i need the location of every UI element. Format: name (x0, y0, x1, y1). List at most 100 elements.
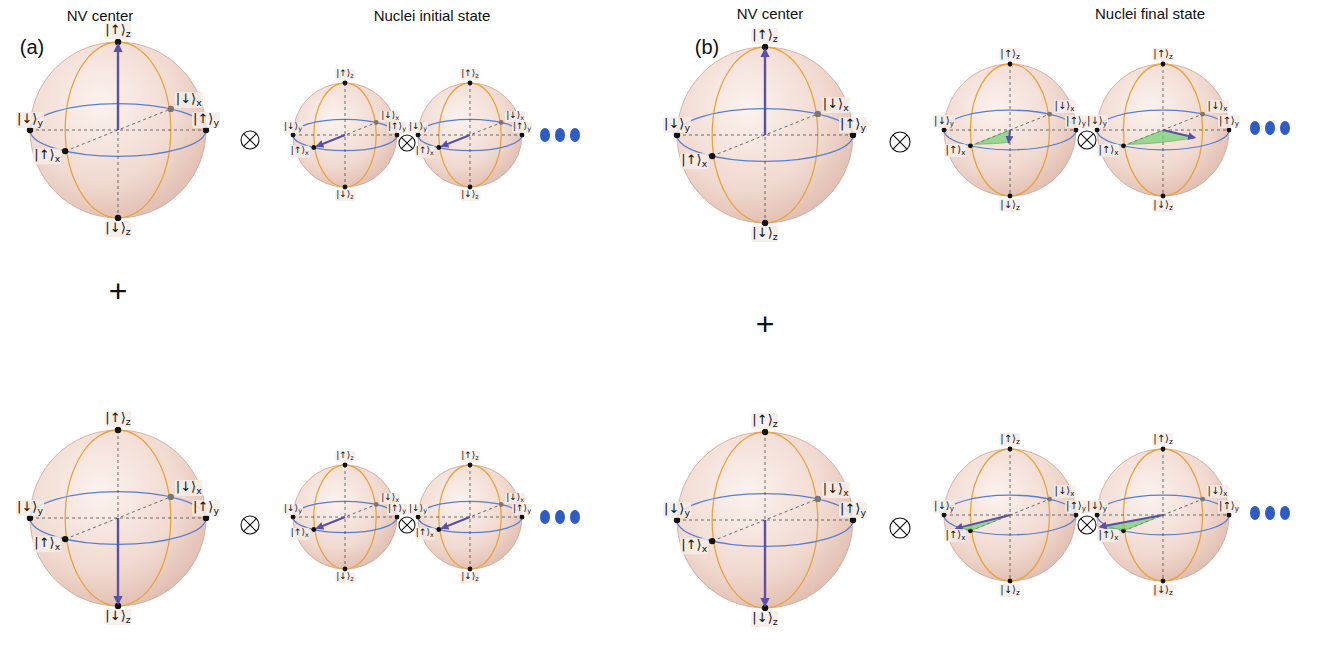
pole-dot (942, 128, 947, 133)
bloch-sphere (293, 83, 397, 187)
spin-arrow (1163, 130, 1194, 138)
state-label: |↓⟩x (1207, 100, 1229, 113)
pole-dot (291, 515, 296, 520)
state-label: |↑⟩x (415, 146, 435, 157)
pole-dot (62, 536, 68, 542)
state-label: |↓⟩x (175, 92, 203, 108)
state-label: |↑⟩z (104, 411, 131, 427)
ellipsis-dot (570, 510, 580, 524)
spin-arrow (1100, 515, 1163, 527)
pole-dot (709, 538, 715, 544)
state-label: |↓⟩x (380, 110, 400, 121)
tensor-symbol (241, 516, 259, 534)
tensor-symbol (401, 519, 412, 530)
tensor-symbol (244, 519, 257, 532)
state-label: |↓⟩x (1054, 485, 1076, 498)
state-label: |↓⟩z (335, 572, 355, 583)
pole-dot (1227, 513, 1232, 518)
pole-dot (343, 81, 348, 86)
state-label: |↑⟩y (512, 122, 532, 133)
spin-arrow (117, 45, 119, 130)
spin-arrow (956, 515, 1010, 528)
tensor-symbol (401, 519, 412, 530)
state-label: |↑⟩z (751, 28, 778, 44)
state-label: |↓⟩x (505, 110, 525, 121)
state-label: |↓⟩z (104, 221, 131, 237)
bloch-sphere (418, 465, 522, 569)
state-label: |↑⟩x (1097, 529, 1119, 542)
pole-dot (762, 429, 768, 435)
pole-dot (1008, 579, 1013, 584)
state-label: |↓⟩y (663, 117, 691, 133)
state-label: |↓⟩z (999, 584, 1020, 597)
state-label: |↑⟩y (839, 117, 867, 133)
z-axis (118, 430, 119, 606)
pole-dot (436, 145, 441, 150)
tensor-symbol (893, 135, 907, 149)
spin-arrow (764, 520, 766, 605)
state-label: |↓⟩x (505, 492, 525, 503)
state-label: |↓⟩z (335, 190, 355, 201)
state-label: |↑⟩z (751, 413, 778, 429)
meridian (65, 430, 171, 606)
state-label: |↑⟩x (415, 528, 435, 539)
tensor-symbol (1081, 134, 1094, 147)
state-label: |↑⟩y (1218, 500, 1240, 513)
pole-dot (311, 527, 316, 532)
state-label: |↓⟩z (460, 190, 480, 201)
state-label: |↓⟩y (16, 500, 44, 516)
state-label: |↓⟩y (1086, 115, 1108, 128)
tensor-symbol (1081, 519, 1094, 532)
state-label: |↓⟩x (380, 492, 400, 503)
state-label: |↑⟩y (839, 502, 867, 518)
state-label: |↓⟩y (933, 115, 955, 128)
state-label: |↓⟩y (16, 112, 44, 128)
tensor-symbol (893, 521, 907, 535)
z-axis (765, 47, 766, 223)
panel-letter: (b) (695, 36, 719, 58)
bloch-sphere (1097, 449, 1229, 581)
state-label: |↓⟩z (104, 609, 131, 625)
bloch-sphere (30, 430, 206, 606)
column-heading: NV center (737, 6, 804, 23)
rotation-wedge (1100, 515, 1163, 529)
pole-dot (1008, 447, 1013, 452)
panel-letter: (a) (20, 36, 44, 58)
plus-sign: + (109, 274, 128, 309)
pole-dot (168, 106, 174, 112)
ellipsis-dot (1280, 121, 1290, 135)
ellipsis-dot (1265, 506, 1275, 520)
pole-dot (416, 133, 421, 138)
state-label: |↓⟩y (283, 122, 303, 133)
tensor-symbol (241, 131, 259, 149)
ellipsis-dot (570, 128, 580, 142)
pole-dot (1200, 112, 1205, 117)
state-label: |↑⟩x (680, 538, 708, 554)
pole-dot (115, 427, 121, 433)
bloch-sphere (944, 64, 1076, 196)
x-axis (439, 505, 501, 530)
pole-dot (1047, 112, 1052, 117)
tensor-symbol (1081, 134, 1094, 147)
state-label: |↑⟩y (512, 504, 532, 515)
pole-dot (62, 148, 68, 154)
x-axis (970, 114, 1049, 146)
pole-dot (1227, 128, 1232, 133)
tensor-symbol (244, 134, 257, 147)
pole-dot (520, 133, 525, 138)
pole-dot (1095, 128, 1100, 133)
rotation-wedge (1127, 130, 1194, 144)
x-axis (314, 505, 376, 530)
tensor-symbol (401, 137, 412, 148)
state-label: |↑⟩z (1152, 433, 1173, 446)
state-label: |↓⟩x (175, 480, 203, 496)
tensor-symbol (244, 134, 257, 147)
pole-dot (1074, 128, 1079, 133)
spin-arrow (317, 135, 345, 146)
column-heading: NV center (67, 8, 134, 25)
tensor-symbol (399, 135, 415, 151)
state-label: |↑⟩x (680, 153, 708, 169)
pole-dot (1161, 447, 1166, 452)
state-label: |↑⟩x (290, 528, 310, 539)
pole-dot (343, 185, 348, 190)
